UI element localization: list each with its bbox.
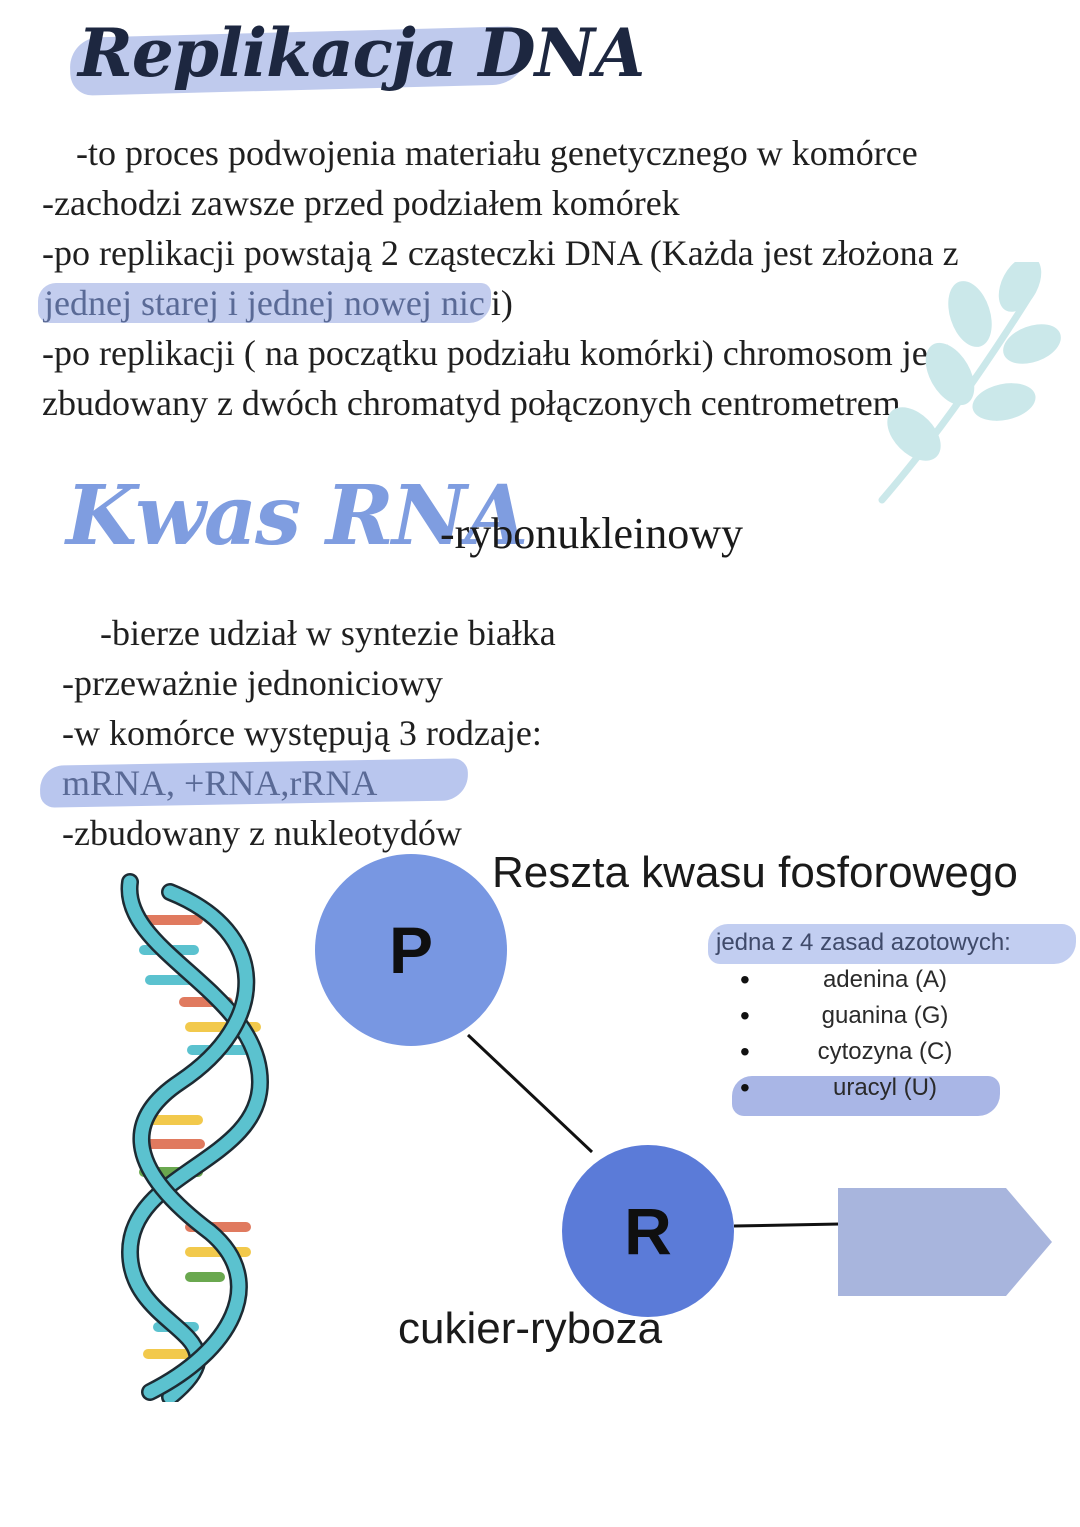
section-title-rna: Kwas RNA bbox=[66, 468, 528, 564]
sugar-letter: R bbox=[624, 1194, 672, 1268]
nitrogen-base-shape bbox=[838, 1188, 1052, 1296]
text-line: -zbudowany z nukleotydów bbox=[62, 813, 462, 853]
section-title-dna-replication: Replikacja DNA bbox=[78, 14, 645, 92]
phosphate-letter: P bbox=[388, 913, 434, 987]
list-item: guanina (G) bbox=[740, 998, 1000, 1034]
text-line: -po replikacji powstają 2 cząsteczki DNA… bbox=[42, 233, 959, 273]
text-line: -bierze udział w syntezie białka bbox=[100, 613, 556, 653]
bases-title: jedna z 4 zasad azotowych: bbox=[716, 929, 1011, 956]
phosphate-label: Reszta kwasu fosforowego bbox=[492, 848, 1018, 897]
bases-title-highlight bbox=[708, 924, 1076, 964]
list-item: adenina (A) bbox=[740, 962, 1000, 998]
dna-helix-illustration bbox=[120, 873, 270, 1402]
section-subtitle: -rybonukleinowy bbox=[440, 509, 744, 558]
list-item: cytozyna (C) bbox=[740, 1034, 1000, 1070]
highlighted-phrase: jednej starej i jednej nowej nic bbox=[38, 283, 491, 323]
leaf-decoration-icon bbox=[878, 262, 1061, 504]
text-line: -w komórce występują 3 rodzaje: bbox=[62, 713, 542, 753]
sugar-label: cukier-ryboza bbox=[398, 1304, 663, 1353]
sugar-circle: R bbox=[562, 1145, 734, 1317]
rna-types-line: mRNA, +RNA,rRNA bbox=[62, 763, 378, 803]
text-fragment: i) bbox=[490, 283, 513, 323]
bases-list: adenina (A) guanina (G) cytozyna (C) ura… bbox=[740, 962, 1000, 1106]
phosphate-circle: P bbox=[315, 854, 507, 1046]
list-item: uracyl (U) bbox=[740, 1070, 1000, 1106]
text-line: -zachodzi zawsze przed podziałem komórek bbox=[42, 183, 680, 223]
text-line: zbudowany z dwóch chromatyd połączonych … bbox=[42, 383, 901, 423]
text-line: -po replikacji ( na początku podziału ko… bbox=[42, 333, 952, 373]
text-line: -to proces podwojenia materiału genetycz… bbox=[76, 133, 918, 173]
text-line: -przeważnie jednoniciowy bbox=[62, 663, 443, 703]
